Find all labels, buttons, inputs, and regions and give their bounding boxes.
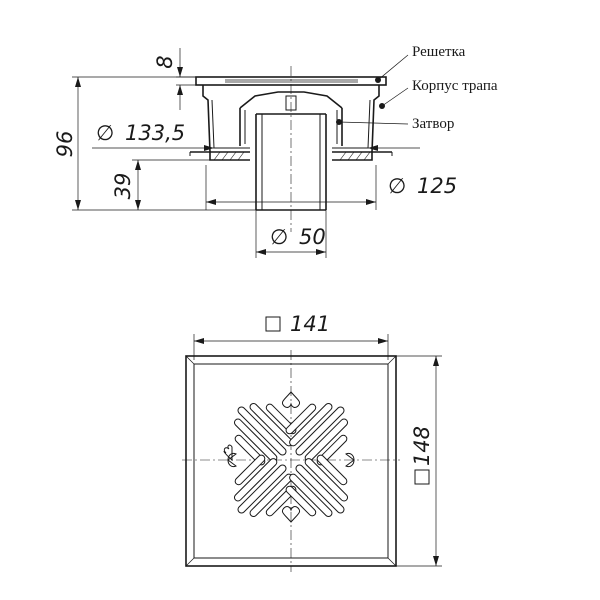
svg-text:∅ 133,5: ∅ 133,5 [96,121,185,145]
dim-outlet-diameter: ∅ 50 [255,210,327,258]
grate-slot-inner [235,455,265,485]
dim-outlet-height-value: 39 [111,173,135,200]
dim-total-height-value: 96 [53,131,77,158]
grate-slot-inner [238,407,286,455]
outlet-pipe-inner [261,114,321,210]
svg-text:∅ 125: ∅ 125 [388,174,457,198]
dim-outlet-height: 39 [111,159,210,210]
label-grate: Решетка [375,44,466,83]
grate-slot-inner [290,474,332,517]
dim-grate-width: 141 [193,312,389,360]
grate-slot-inner [286,486,316,516]
outlet-pipe-outer [255,114,327,210]
grate-slot-inner [234,459,277,501]
grate-slot-inner [296,465,344,513]
dim-grate-thickness-value: 8 [153,55,177,68]
dim-total-height: 96 [53,76,256,211]
trap-center-stem [285,95,297,111]
flange-hatching [213,151,371,161]
grate-slot-inner [305,419,348,461]
grate-slot-inner [234,419,277,461]
dim-outlet-diameter-value: 50 [299,225,326,249]
grate-slot-inner [317,455,347,485]
side-section-view: 8 96 ∅ 133,5 39 [53,44,498,258]
diameter-symbol: ∅ [270,225,288,249]
dim-grate-length-value: 148 [410,426,434,466]
grate-slot-inner [286,404,316,434]
square-symbol-width [265,316,281,332]
diameter-symbol: ∅ [388,174,406,198]
body-left-wall [202,85,250,153]
top-view: 141 148 [182,312,442,572]
dim-body-diameter: ∅ 133,5 [92,121,420,151]
trap-bell-walls [239,108,343,146]
grate-slots [233,402,349,518]
label-body-text: Корпус трапа [412,78,498,94]
body-flange-right [332,151,392,161]
trap-bell-top [239,91,343,109]
dim-grate-length: 148 [396,355,442,567]
dim-flange-diameter: ∅ 125 [205,165,457,210]
dim-body-diameter-value: 133,5 [125,121,185,145]
grate-slot-inner [305,459,348,501]
square-symbol-length [414,469,430,485]
grate-plate [195,76,387,86]
dim-grate-width-value: 141 [290,312,330,336]
label-trap-text: Затвор [412,116,454,132]
label-body: Корпус трапа [379,78,498,109]
grate-heart-marks [223,391,355,523]
dim-flange-diameter-value: 125 [417,174,457,198]
body-right-wall [332,85,380,153]
label-grate-text: Решетка [412,44,466,60]
grate-slot-inner [250,474,292,517]
grate-slot-inner [238,465,286,513]
diameter-symbol: ∅ [96,121,114,145]
grate-slot-inner [296,407,344,455]
svg-text:∅ 50: ∅ 50 [270,225,326,249]
grate-slot-inner [250,403,292,446]
grate-slot-inner [290,403,332,446]
label-trap: Затвор [336,116,454,132]
